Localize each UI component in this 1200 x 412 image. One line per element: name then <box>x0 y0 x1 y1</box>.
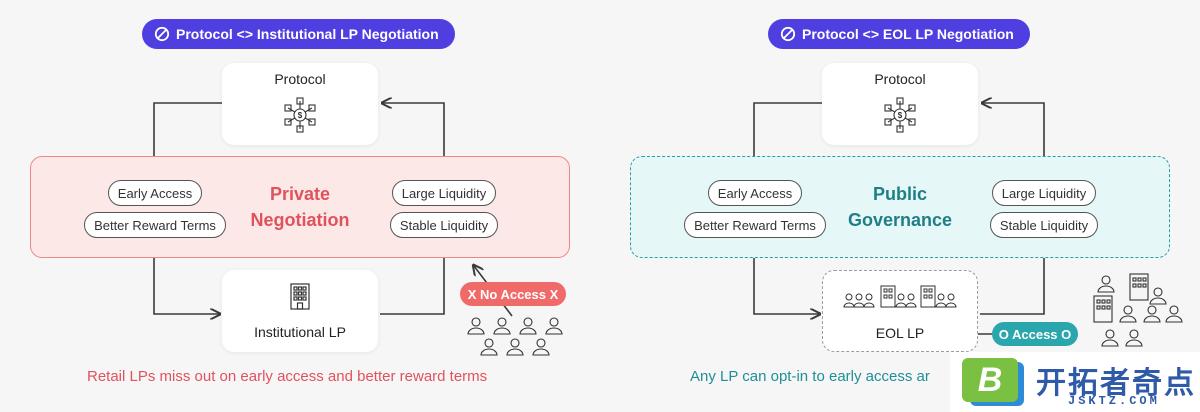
left-tag-better-reward-terms: Better Reward Terms <box>84 212 226 238</box>
svg-text:$: $ <box>298 111 303 120</box>
access-badge: O Access O <box>992 322 1078 346</box>
public-governance-region <box>630 156 1170 258</box>
watermark-logo: B <box>958 358 1026 408</box>
no-access-badge: X No Access X <box>460 282 566 306</box>
right-tag-early-access: Early Access <box>708 180 802 206</box>
private-negotiation-region <box>30 156 570 258</box>
prohibited-icon <box>154 26 170 42</box>
right-tag-large-liquidity: Large Liquidity <box>992 180 1096 206</box>
institutional-lp-title: Institutional LP <box>254 324 346 340</box>
left-tag-early-access: Early Access <box>108 180 202 206</box>
right-tag-better-reward-terms: Better Reward Terms <box>684 212 826 238</box>
people-icon <box>1093 273 1183 347</box>
watermark-logo-letter: B <box>977 361 1003 399</box>
right-protocol-title: Protocol <box>874 71 926 87</box>
protocol-network-icon: $ <box>284 97 316 133</box>
public-governance-label: Public Governance <box>847 184 953 230</box>
eol-lp-box: EOL LP <box>822 270 978 352</box>
right-caption: Any LP can opt-in to early access ar <box>690 368 930 385</box>
building-icon <box>290 283 310 310</box>
left-caption: Retail LPs miss out on early access and … <box>87 368 488 385</box>
right-protocol-box: Protocol $ <box>822 63 978 145</box>
left-header-pill: Protocol <> Institutional LP Negotiation <box>142 19 455 49</box>
watermark-text: 开拓者奇点 <box>1036 367 1196 400</box>
left-tag-large-liquidity: Large Liquidity <box>392 180 496 206</box>
left-tag-stable-liquidity: Stable Liquidity <box>390 212 498 238</box>
protocol-network-icon: $ <box>884 97 916 133</box>
right-header-text: Protocol <> EOL LP Negotiation <box>802 26 1014 42</box>
watermark: B 开拓者奇点 JSKTZ.COM <box>950 352 1200 412</box>
right-header-pill: Protocol <> EOL LP Negotiation <box>768 19 1030 49</box>
prohibited-icon <box>780 26 796 42</box>
left-protocol-title: Protocol <box>274 71 326 87</box>
private-negotiation-label: Private Negotiation <box>250 184 350 230</box>
svg-text:$: $ <box>898 111 903 120</box>
people-icon <box>467 317 563 356</box>
people-icon <box>843 285 957 308</box>
eol-lp-title: EOL LP <box>875 325 925 341</box>
left-header-text: Protocol <> Institutional LP Negotiation <box>176 26 439 42</box>
watermark-url: JSKTZ.COM <box>1068 394 1160 408</box>
left-protocol-box: Protocol $ <box>222 63 378 145</box>
institutional-lp-box: Institutional LP <box>222 270 378 352</box>
right-tag-stable-liquidity: Stable Liquidity <box>990 212 1098 238</box>
